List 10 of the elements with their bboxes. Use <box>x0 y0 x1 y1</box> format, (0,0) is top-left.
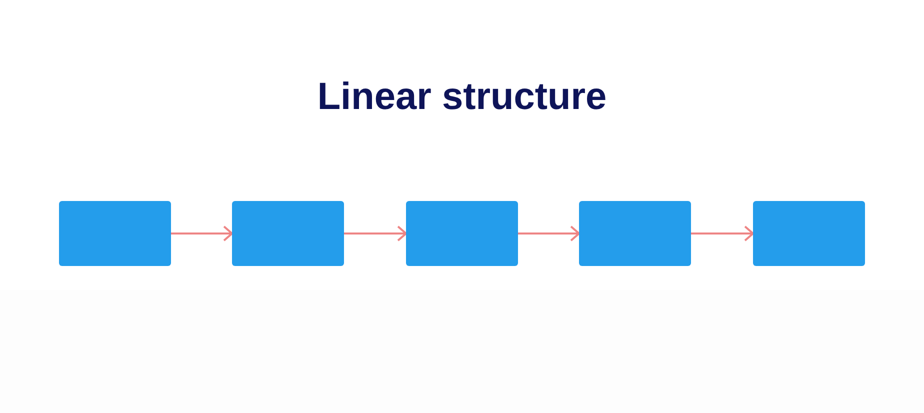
process-box <box>406 201 518 266</box>
diagram-title: Linear structure <box>316 76 608 119</box>
arrow <box>344 226 407 242</box>
arrow <box>171 226 233 242</box>
process-box <box>59 201 171 266</box>
process-box <box>232 201 344 266</box>
arrow <box>518 226 580 242</box>
arrow <box>691 226 754 242</box>
process-box <box>579 201 691 266</box>
process-box <box>753 201 865 266</box>
